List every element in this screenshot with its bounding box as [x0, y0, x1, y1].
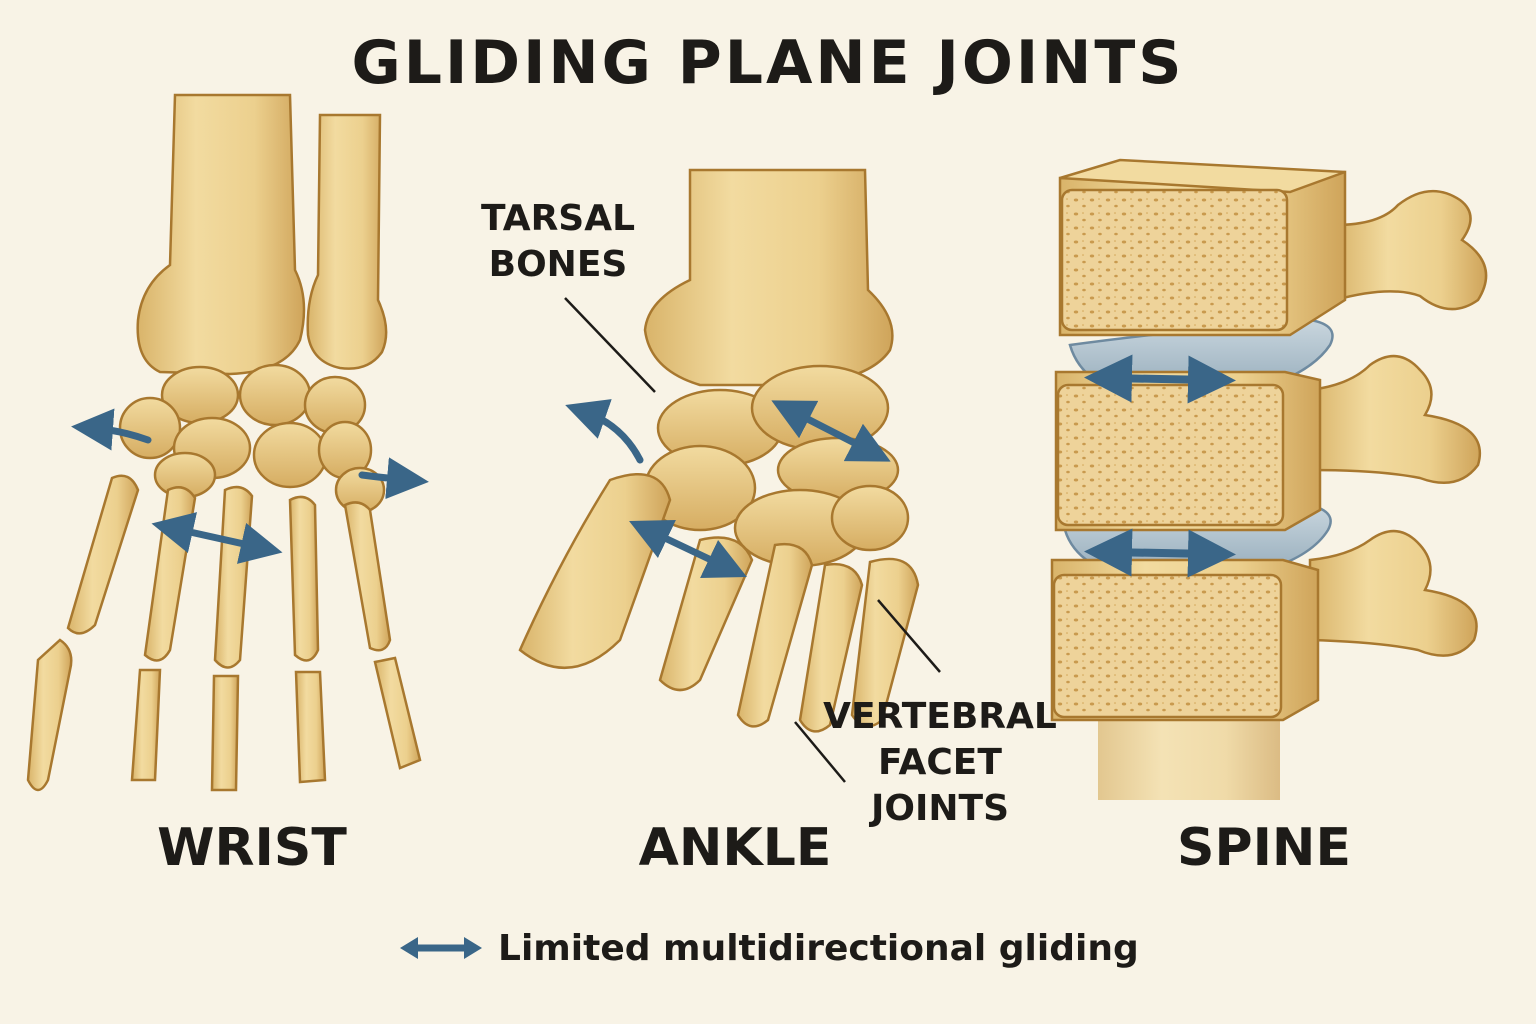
tarsal-callout-line1: TARSAL	[480, 198, 636, 239]
legend-text: Limited multidirectional gliding	[498, 927, 1139, 969]
ankle-label: ANKLE	[638, 818, 832, 878]
ankle-illustration	[518, 168, 920, 733]
spinous-processes	[1308, 189, 1488, 657]
vertebral-leader-line-2	[794, 721, 846, 783]
wrist-illustration	[26, 93, 429, 792]
tarsal-callout-line2: BONES	[488, 244, 628, 285]
wrist-label: WRIST	[157, 818, 347, 878]
vertebral-callout-line3: JOINTS	[870, 788, 1009, 829]
vertebral-callout-line1: VERTEBRAL	[823, 696, 1057, 737]
vertebral-callout-line2: FACET	[878, 742, 1002, 783]
spine-glide-arrows	[1084, 354, 1236, 578]
ankle-glide-arrows	[565, 399, 891, 578]
finger-bones	[26, 474, 422, 792]
carpal-bones	[118, 363, 386, 514]
legend: Limited multidirectional gliding	[398, 920, 1139, 976]
double-arrow-icon	[400, 937, 482, 959]
spine-label: SPINE	[1177, 818, 1351, 878]
ulna-bone	[306, 113, 388, 370]
tarsal-bones-callout: TARSAL BONES	[468, 196, 648, 288]
vertebral-facet-callout: VERTEBRAL FACET JOINTS	[820, 694, 1060, 832]
vertebral-bodies	[1050, 158, 1347, 722]
tarsal-leader-line	[564, 297, 656, 393]
callout-lines	[564, 297, 941, 783]
vertebral-leader-line-1	[877, 599, 941, 673]
diagram-title: GLIDING PLANE JOINTS	[351, 28, 1185, 98]
tarsal-bones	[643, 364, 910, 568]
spine-illustration	[1050, 158, 1488, 800]
tibia-bone	[643, 168, 894, 387]
wrist-glide-arrows	[71, 408, 429, 564]
radius-bone	[136, 93, 306, 376]
